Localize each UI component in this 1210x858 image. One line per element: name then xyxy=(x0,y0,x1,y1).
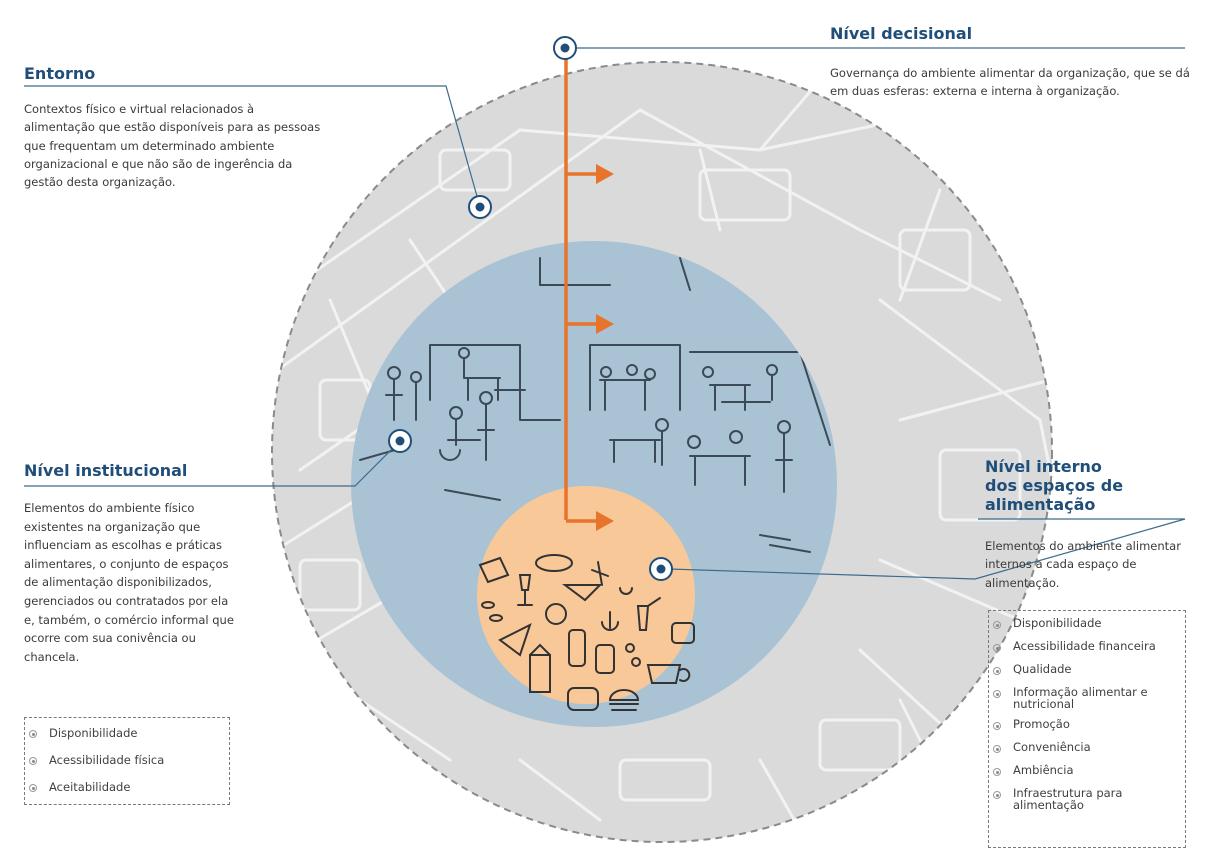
list-item: Acessibilidade financeira xyxy=(993,640,1185,652)
interno-dimensions-list: Disponibilidade Acessibilidade financeir… xyxy=(988,610,1186,848)
interno-title-line: Nível interno xyxy=(985,457,1102,476)
decisional-marker-icon xyxy=(553,36,577,60)
list-item: Infraestrutura para alimentação xyxy=(993,787,1185,811)
entorno-description: Contextos físico e virtual relacionados … xyxy=(24,102,321,190)
interno-title: Nível interno dos espaços de alimentação xyxy=(985,457,1123,514)
list-item: Informação alimentar e nutricional xyxy=(993,686,1185,710)
entorno-circle-border xyxy=(271,61,1053,843)
bullet-icon xyxy=(29,784,37,792)
institucional-dimensions-list: Disponibilidade Acessibilidade física Ac… xyxy=(24,717,230,805)
list-item: Acessibilidade física xyxy=(29,753,229,780)
street-map-background xyxy=(272,78,1052,832)
bullet-icon xyxy=(29,757,37,765)
people-dining-sketch xyxy=(359,257,831,553)
interno-title-line: dos espaços de xyxy=(985,476,1124,495)
list-item: Ambiência xyxy=(993,764,1185,776)
entorno-title: Entorno xyxy=(24,64,96,83)
list-item: Qualidade xyxy=(993,663,1185,675)
bullet-icon xyxy=(993,667,1001,675)
food-items-sketch xyxy=(478,554,695,711)
bullet-icon xyxy=(993,768,1001,776)
bullet-icon xyxy=(993,722,1001,730)
decisional-title: Nível decisional xyxy=(830,24,973,43)
list-item: Conveniência xyxy=(993,741,1185,753)
bullet-icon xyxy=(993,791,1001,799)
bullet-icon xyxy=(993,745,1001,753)
bullet-icon xyxy=(993,644,1001,652)
list-item: Disponibilidade xyxy=(993,617,1185,629)
interno-description: Elementos do ambiente alimentar internos… xyxy=(985,539,1181,590)
orange-arrow-icon xyxy=(564,49,614,531)
bullet-icon xyxy=(993,690,1001,698)
bullet-icon xyxy=(993,621,1001,629)
entorno-marker-icon xyxy=(468,195,492,219)
institucional-circle xyxy=(351,241,837,727)
institucional-title: Nível institucional xyxy=(24,461,188,480)
connector-lines xyxy=(24,47,1186,580)
institucional-description: Elementos do ambiente físico existentes … xyxy=(24,501,234,664)
decisional-description: Governança do ambiente alimentar da orga… xyxy=(830,66,1190,99)
list-item: Promoção xyxy=(993,718,1185,730)
interno-circle xyxy=(477,486,695,704)
institucional-marker-icon xyxy=(388,429,412,453)
list-item: Disponibilidade xyxy=(29,726,229,753)
interno-title-line: alimentação xyxy=(985,495,1096,514)
bullet-icon xyxy=(29,730,37,738)
list-item: Aceitabilidade xyxy=(29,780,229,807)
interno-marker-icon xyxy=(649,557,673,581)
